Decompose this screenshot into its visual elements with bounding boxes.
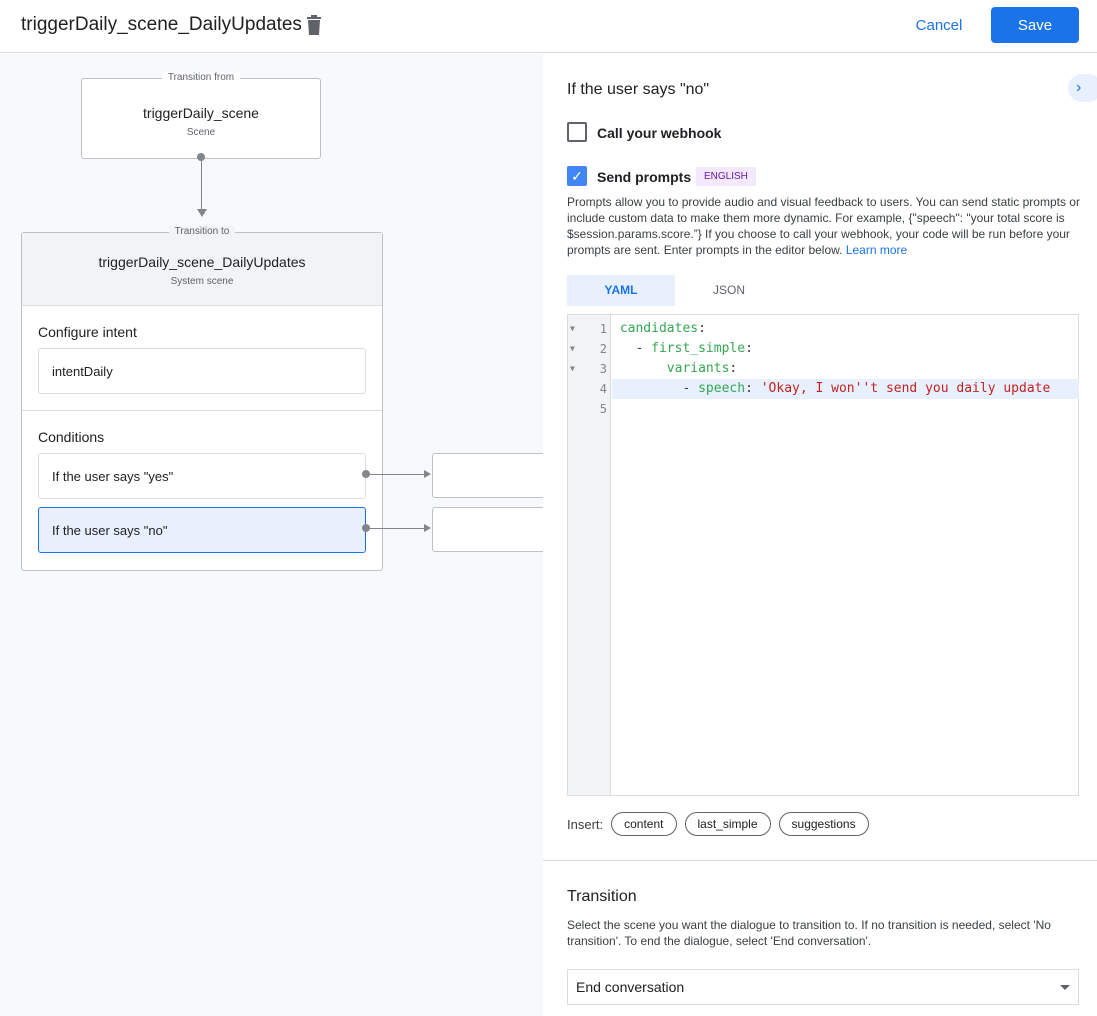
fold-icon[interactable]: ▼	[570, 344, 575, 353]
arrow-icon	[424, 524, 431, 532]
chevron-right-icon[interactable]: ›	[1068, 74, 1097, 102]
code-line: - speech: 'Okay, I won''t send you daily…	[612, 379, 1079, 399]
configure-intent-label: Configure intent	[38, 324, 137, 340]
description-text: Prompts allow you to provide audio and v…	[567, 195, 1080, 257]
check-icon: ✓	[571, 168, 583, 184]
transition-title: Transition	[567, 888, 637, 905]
condition-yes[interactable]: If the user says "yes"	[38, 453, 366, 499]
cancel-button[interactable]: Cancel	[904, 8, 974, 42]
prompts-description: Prompts allow you to provide audio and v…	[567, 194, 1087, 258]
trash-icon[interactable]	[305, 15, 323, 35]
fold-icon[interactable]: ▼	[570, 364, 575, 373]
transition-description: Select the scene you want the dialogue t…	[567, 918, 1051, 948]
scene-canvas: Transition from triggerDaily_scene Scene…	[0, 54, 543, 1016]
node-sub: Scene	[186, 127, 216, 138]
code-line: variants:	[666, 361, 738, 376]
tab-json[interactable]: JSON	[712, 283, 745, 297]
code-line: candidates:	[619, 321, 706, 336]
panel-title: If the user says "no"	[567, 81, 710, 98]
code-line: - first_simple:	[612, 341, 753, 356]
transition-select[interactable]: End conversation	[567, 969, 1079, 1005]
arrow-icon	[424, 470, 431, 478]
insert-last-simple-chip[interactable]: last_simple	[684, 812, 771, 836]
connector-dot	[197, 153, 205, 161]
transition-from-node[interactable]: Transition from triggerDaily_scene Scene	[81, 72, 321, 159]
connector-line	[201, 158, 202, 210]
connector-line	[366, 474, 428, 475]
target-node-yes[interactable]	[432, 453, 543, 498]
learn-more-link[interactable]: Learn more	[845, 243, 908, 257]
webhook-label: Call your webhook	[597, 125, 722, 141]
insert-content-chip[interactable]: content	[611, 812, 677, 836]
transition-to-node: Transition to triggerDaily_scene_DailyUp…	[21, 226, 383, 571]
divider	[543, 860, 1097, 861]
dropdown-arrow-icon	[1060, 985, 1070, 990]
node-name: triggerDaily_scene	[143, 105, 259, 121]
page-title: triggerDaily_scene_DailyUpdates	[21, 14, 302, 35]
code-editor[interactable]: ▼1 ▼2 ▼3 4 5 candidates: - first_simple:…	[567, 314, 1079, 796]
webhook-checkbox[interactable]	[567, 122, 587, 142]
connector-line	[366, 528, 428, 529]
transition-value: End conversation	[576, 979, 685, 995]
header: triggerDaily_scene_DailyUpdates Cancel S…	[0, 0, 1097, 53]
prompts-checkbox[interactable]: ✓	[567, 166, 587, 186]
language-badge: ENGLISH	[696, 167, 756, 186]
insert-label: Insert:	[567, 816, 604, 832]
prompts-label: Send prompts	[597, 169, 692, 185]
line-gutter: ▼1 ▼2 ▼3 4 5	[568, 315, 611, 795]
insert-row: Insert: content last_simple suggestions	[567, 812, 869, 836]
insert-suggestions-chip[interactable]: suggestions	[778, 812, 869, 836]
intent-field[interactable]: intentDaily	[38, 348, 366, 394]
arrow-icon	[197, 209, 207, 217]
fold-icon[interactable]: ▼	[570, 324, 575, 333]
condition-no[interactable]: If the user says "no"	[38, 507, 366, 553]
node-tag: Transition to	[168, 226, 236, 237]
node-tag: Transition from	[161, 72, 241, 83]
tab-yaml[interactable]: YAML	[567, 275, 675, 306]
save-button[interactable]: Save	[991, 7, 1079, 43]
conditions-label: Conditions	[38, 429, 105, 445]
target-node-no[interactable]	[432, 507, 543, 552]
condition-panel: If the user says "no" › Call your webhoo…	[543, 54, 1097, 1016]
node-sub: System scene	[170, 276, 234, 287]
node-name: triggerDaily_scene_DailyUpdates	[98, 254, 306, 270]
